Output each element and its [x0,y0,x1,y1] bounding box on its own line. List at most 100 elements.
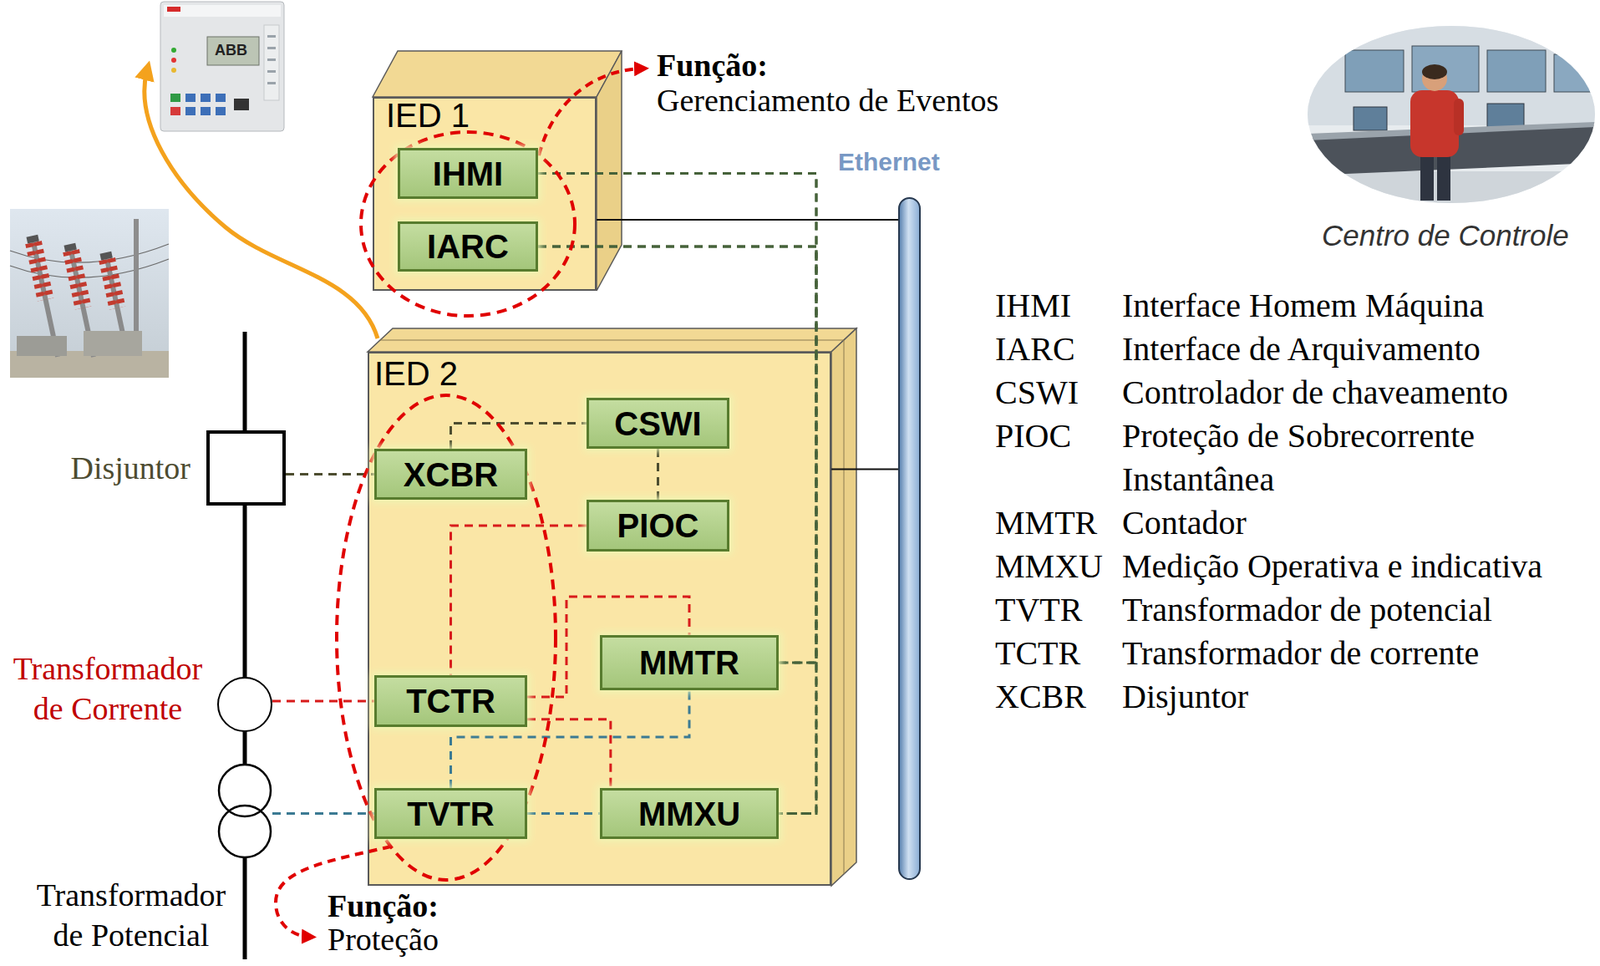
label-anchor: Função: [656,48,768,82]
logical-node-name: CSWI [614,404,701,443]
connector-line [272,812,375,815]
logical-node-box: IARC [397,221,539,272]
ethernet-bus: Ethernet [898,197,921,880]
function-title: Função: [327,888,439,923]
connector-line [272,700,375,703]
connector-line [831,468,899,471]
logical-node-box: CSWI [586,397,730,449]
label-anchor: TVTR [995,588,1082,632]
relay-mark [267,46,276,50]
label-anchor: Função: [327,888,439,923]
ied-box: IED 1 IHMI IARC [372,96,597,291]
abbreviation: IARC [995,327,1076,371]
insulator-skirts [98,257,126,310]
operator-hair [1422,64,1448,80]
abbreviation-meaning: Disjuntor [1122,675,1249,719]
label-anchor: Transformador de potencial [1122,588,1493,632]
operator-shirt [1410,90,1459,158]
abbreviation-meaning: Interface de Arquivamento [1122,327,1481,371]
relay-logo-mark [167,6,181,12]
label-anchor: IARC [995,327,1076,371]
relay-display [207,36,260,66]
abbreviation-meaning: Transformador de corrente [1122,631,1479,676]
label-anchor: XCBR [995,675,1087,719]
relay-key [200,106,211,116]
abbreviation: PIOC [995,414,1072,458]
relay-key [170,93,181,102]
label-anchor: ABB [214,40,248,60]
wall-monitor [1345,50,1404,92]
ied-top-face [372,50,622,97]
abbreviation-meaning: Interface Homem Máquina [1122,284,1484,328]
coil-outline [218,805,271,858]
relay-top-strip [163,5,281,17]
equipment-box [83,330,143,356]
label-anchor: Transformador de corrente [1122,631,1479,676]
control-center-photo [1305,25,1599,209]
floor [1305,171,1599,209]
relay-key [185,93,196,102]
function-name: Gerenciamento de Eventos [656,83,999,117]
function-name: Proteção [327,922,439,956]
label-anchor: Disjuntor [1122,675,1249,719]
relay-mark [267,35,276,38]
logical-node-name: TVTR [406,794,494,834]
logical-node-name: MMTR [639,643,740,682]
label-anchor: Centro de Controle [1321,218,1570,253]
relay-body [160,1,285,132]
abbreviation: CSWI [995,370,1079,415]
coil-fill [218,805,271,858]
desk-monitor [1487,103,1524,127]
relay-mark [267,58,276,61]
image-caption: Centro de Controle [1321,218,1570,253]
logical-node-name: PIOC [617,506,700,545]
logical-node-name: TCTR [406,681,496,721]
abbreviation: MMXU [995,544,1103,589]
relay-key [215,93,226,102]
transformer-label: Transformador de Potencial [26,874,236,955]
logical-node-box: IHMI [397,147,539,199]
ied-name: IED 1 [386,96,470,134]
relay-key [170,106,181,116]
ied-name: IED 2 [374,355,458,392]
abbreviation: TCTR [995,631,1081,676]
relay-led [171,57,177,63]
logical-node-name: MMXU [638,794,741,834]
operator-leg [1420,150,1434,201]
operator-arm [1453,98,1464,136]
insulator-skirts [62,248,92,310]
relay-side-panel [264,25,280,101]
operator-leg [1437,150,1451,201]
abbreviation: MMTR [995,501,1098,545]
wall-monitor [1487,50,1546,92]
breaker-symbol: Disjuntor [206,430,286,506]
insulator-cap [63,243,77,253]
relay-key [200,93,211,102]
ied-side-face [596,50,622,291]
label-anchor: Proteção [327,922,439,956]
connector-line [596,218,899,221]
relay-mark [267,70,276,73]
label-anchor: Contador [1122,501,1247,545]
wall-monitor [1412,45,1479,92]
logical-node-box: MMTR [599,634,779,691]
function-title: Função: [656,48,768,82]
logical-node-name: IARC [426,227,509,266]
wall-monitor [1554,54,1596,92]
relay-key [215,106,226,116]
label-anchor: MMTR [995,501,1098,545]
bus-line [243,331,248,960]
breaker-photo [10,208,169,378]
label-anchor: Interface de Arquivamento [1122,327,1481,371]
bus-label: Ethernet [838,147,940,177]
device-logo: ABB [214,40,248,60]
transformer-coils [217,762,273,859]
label-anchor: MMXU [995,544,1103,589]
abbreviation-meaning: Transformador de potencial [1122,588,1493,632]
ied-box: IED 2CSWIXCBRPIOCMMTRTCTRTVTRMMXU [367,351,832,886]
logical-node-box: MMXU [599,787,779,839]
abbreviation-meaning: Proteção de Sobrecorrente Instantânea [1122,414,1515,502]
label-anchor: Proteção de Sobrecorrente Instantânea [1122,414,1515,502]
connector-line [285,472,375,476]
